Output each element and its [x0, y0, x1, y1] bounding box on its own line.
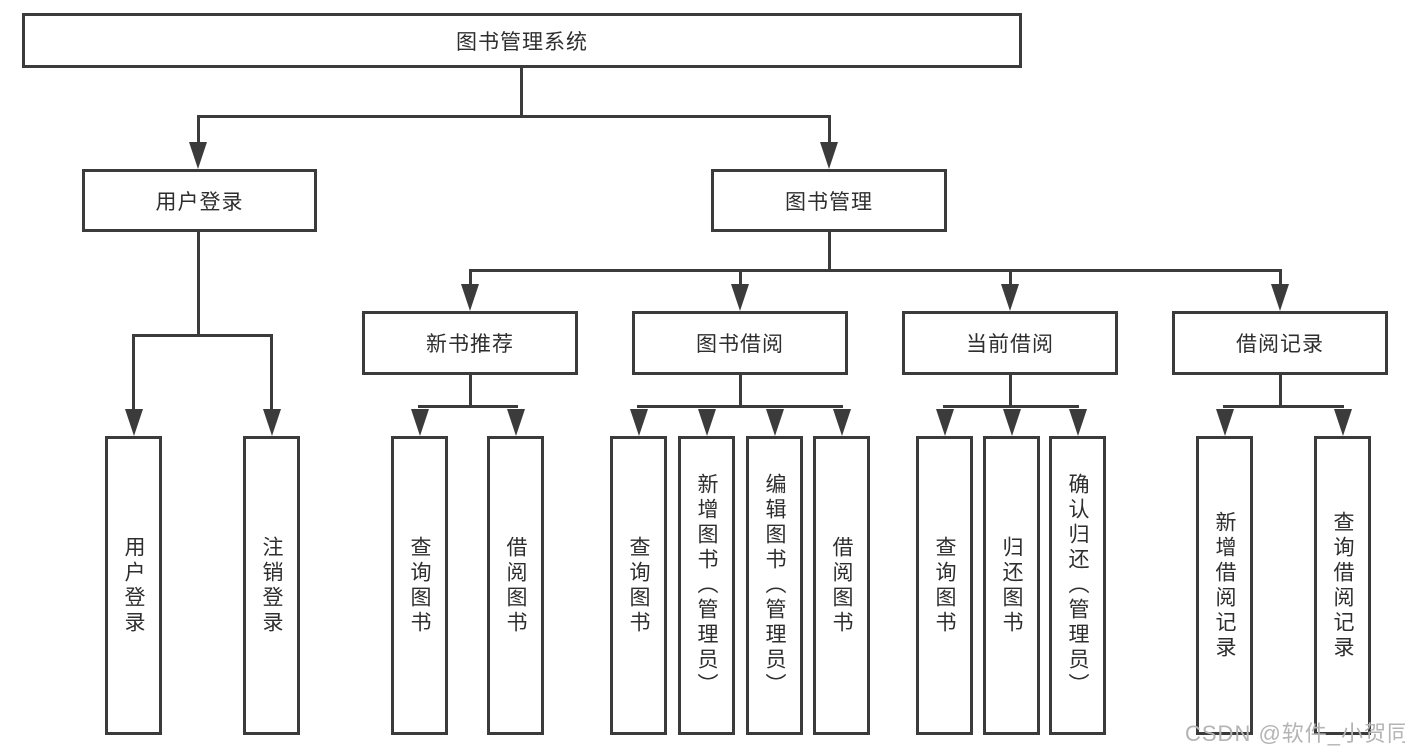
- connector-line: [418, 405, 518, 408]
- connector-line: [828, 232, 831, 272]
- arrowhead-down-icon: [766, 409, 784, 436]
- connector-line: [943, 405, 1079, 408]
- connector-line: [828, 115, 831, 145]
- csdn-watermark: CSDN @软件_小贺同学: [1185, 721, 1405, 746]
- leaf-label: 用户登录: [122, 535, 145, 636]
- connector-line: [637, 405, 843, 408]
- connector-line: [132, 334, 135, 411]
- arrowhead-down-icon: [698, 409, 716, 436]
- connector-line: [270, 334, 273, 411]
- connector-line: [197, 115, 200, 145]
- arrowhead-down-icon: [461, 284, 479, 311]
- leaf-label: 借阅图书: [830, 535, 853, 636]
- node-user-login: 用户登录: [82, 169, 317, 232]
- arrowhead-down-icon: [411, 409, 429, 436]
- connector-line: [469, 375, 472, 408]
- leaf-label: 编辑图书（管理员）: [763, 473, 786, 698]
- arrowhead-down-icon: [1069, 409, 1087, 436]
- leaf-label: 注销登录: [260, 535, 283, 636]
- leaf-query-book-recommend: 查询图书: [391, 436, 448, 735]
- node-book-management: 图书管理: [711, 169, 947, 232]
- leaf-label: 查询图书: [933, 535, 956, 636]
- connector-line: [520, 68, 523, 118]
- arrowhead-down-icon: [1271, 284, 1289, 311]
- arrowhead-down-icon: [936, 409, 954, 436]
- leaf-add-book-admin: 新增图书（管理员）: [678, 436, 735, 735]
- leaf-label: 确认归还（管理员）: [1066, 473, 1089, 698]
- node-borrow-record: 借阅记录: [1172, 311, 1388, 375]
- leaf-label: 查询图书: [627, 535, 650, 636]
- connector-line: [469, 269, 1282, 272]
- leaf-borrow-book-recommend: 借阅图书: [487, 436, 544, 735]
- arrowhead-down-icon: [507, 409, 525, 436]
- node-borrow-record-label: 借阅记录: [1236, 333, 1324, 356]
- node-current-borrow: 当前借阅: [902, 311, 1118, 375]
- node-current-borrow-label: 当前借阅: [966, 333, 1054, 356]
- connector-line: [1009, 269, 1012, 287]
- arrowhead-down-icon: [833, 409, 851, 436]
- leaf-confirm-return-admin: 确认归还（管理员）: [1049, 436, 1106, 735]
- leaf-edit-book-admin: 编辑图书（管理员）: [746, 436, 803, 735]
- node-new-book-recommend: 新书推荐: [362, 311, 578, 375]
- arrowhead-down-icon: [1001, 284, 1019, 311]
- arrowhead-down-icon: [731, 284, 749, 311]
- leaf-add-borrow-record: 新增借阅记录: [1196, 436, 1253, 735]
- arrowhead-down-icon: [1003, 409, 1021, 436]
- leaf-query-book-current: 查询图书: [916, 436, 973, 735]
- arrowhead-down-icon: [263, 409, 281, 436]
- leaf-label: 归还图书: [1000, 535, 1023, 636]
- node-book-borrow: 图书借阅: [632, 311, 848, 375]
- connector-line: [739, 269, 742, 287]
- node-root: 图书管理系统: [22, 13, 1022, 68]
- arrowhead-down-icon: [1334, 409, 1352, 436]
- node-user-login-label: 用户登录: [155, 190, 244, 214]
- connector-line: [197, 232, 200, 336]
- connector-line: [1279, 375, 1282, 408]
- node-root-label: 图书管理系统: [456, 30, 588, 54]
- leaf-borrow-book: 借阅图书: [813, 436, 870, 735]
- connector-line: [1223, 405, 1344, 408]
- arrowhead-down-icon: [1216, 409, 1234, 436]
- node-book-borrow-label: 图书借阅: [696, 333, 784, 356]
- arrowhead-down-icon: [820, 142, 838, 169]
- connector-line: [469, 269, 472, 287]
- connector-line: [1009, 375, 1012, 408]
- leaf-label: 借阅图书: [504, 535, 527, 636]
- arrowhead-down-icon: [125, 409, 143, 436]
- leaf-user-login: 用户登录: [105, 436, 162, 735]
- node-new-book-recommend-label: 新书推荐: [426, 333, 514, 356]
- leaf-return-book: 归还图书: [983, 436, 1040, 735]
- connector-line: [1279, 269, 1282, 287]
- leaf-logout: 注销登录: [243, 436, 300, 735]
- connector-line: [132, 334, 273, 337]
- leaf-label: 新增图书（管理员）: [695, 473, 718, 698]
- node-book-management-label: 图书管理: [785, 190, 873, 214]
- leaf-label: 新增借阅记录: [1213, 510, 1236, 661]
- arrowhead-down-icon: [630, 409, 648, 436]
- leaf-label: 查询图书: [408, 535, 431, 636]
- connector-line: [739, 375, 742, 408]
- leaf-query-borrow-record: 查询借阅记录: [1314, 436, 1371, 735]
- connector-line: [197, 115, 831, 118]
- leaf-label: 查询借阅记录: [1331, 510, 1354, 661]
- arrowhead-down-icon: [189, 142, 207, 169]
- leaf-query-book-borrow: 查询图书: [610, 436, 667, 735]
